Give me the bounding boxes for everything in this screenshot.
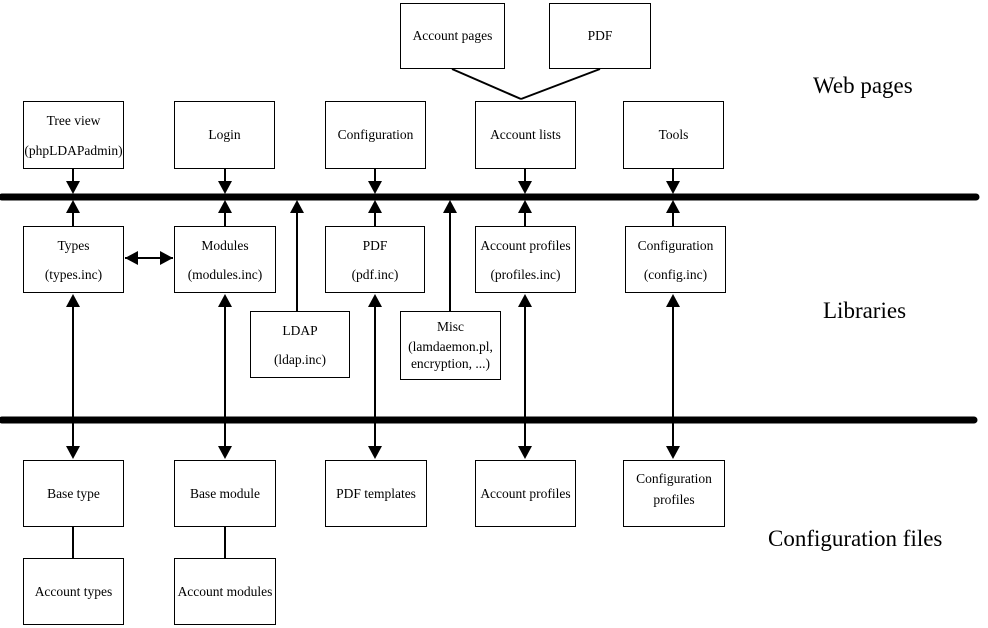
box-sublabel: (types.inc) [44,266,103,282]
arrowhead-down-login [218,181,232,194]
arrowhead-up-config-lib-bottom [666,294,680,307]
arrowhead-up-account-profiles-lib [518,200,532,213]
line-pdf-to-account-lists [520,68,601,100]
box-label: Tree view [46,113,101,128]
box-label: LDAP [282,323,318,338]
box-configuration-profiles: Configuration profiles [623,460,725,527]
section-label-libraries: Libraries [823,298,907,323]
box-sublabel: (phpLDAPadmin) [24,142,123,158]
arrowhead-up-types-bottom [66,294,80,307]
box-account-profiles-lib: Account profiles (profiles.inc) [475,226,576,293]
box-sublabel: (lamdaemon.pl, [408,338,493,354]
box-sublabel: (config.inc) [643,266,708,282]
arrowhead-up-profiles-lib-bottom [518,294,532,307]
box-label: Configuration [636,471,712,486]
box-sublabel: encryption, ...) [410,356,491,372]
arrowhead-up-pdf-lib [368,200,382,213]
arrowhead-down-configuration-profiles [666,446,680,459]
arrowhead-down-configuration [368,181,382,194]
box-label: PDF templates [336,485,416,501]
arrowhead-right-modules [160,251,173,265]
box-account-profiles-file: Account profiles [475,460,576,527]
box-ldap: LDAP (ldap.inc) [250,311,350,378]
box-pdf-lib: PDF (pdf.inc) [325,226,425,293]
box-sublabel: (ldap.inc) [273,351,327,367]
box-misc: Misc (lamdaemon.pl, encryption, ...) [400,311,501,380]
box-login: Login [174,101,275,169]
arrowhead-left-types [125,251,138,265]
section-label-web-pages: Web pages [813,73,913,98]
box-label: PDF [587,28,613,44]
box-label: Login [208,127,241,143]
box-pdf-templates: PDF templates [325,460,427,527]
arrowhead-down-account-profiles-file [518,446,532,459]
box-account-lists: Account lists [475,101,576,169]
box-modules: Modules (modules.inc) [174,226,276,293]
arrowhead-down-base-type [66,446,80,459]
arrowhead-down-account-lists [518,181,532,194]
box-label: Account types [34,583,113,599]
box-sublabel: (modules.inc) [187,266,263,282]
box-tools: Tools [623,101,724,169]
box-label: Account profiles [480,238,571,253]
box-sublabel: profiles [653,491,695,507]
box-label: Configuration [337,127,414,143]
box-base-module: Base module [174,460,276,527]
box-pdf-page: PDF [549,3,651,69]
arrowhead-down-pdf-templates [368,446,382,459]
arrowhead-up-pdf-lib-bottom [368,294,382,307]
arrowhead-up-configuration-lib [666,200,680,213]
box-label: Configuration [637,238,714,253]
box-label: Base module [189,485,261,501]
box-label: Account modules [177,583,273,599]
box-types: Types (types.inc) [23,226,124,293]
arrowhead-up-misc [443,200,457,213]
box-label: Account pages [412,28,493,44]
arrowhead-up-modules [218,200,232,213]
box-account-pages: Account pages [400,3,505,69]
box-account-modules: Account modules [174,558,276,625]
arrowhead-down-base-module [218,446,232,459]
box-label: Misc [437,319,464,334]
box-label: Tools [658,127,689,143]
box-label: Modules [201,238,249,253]
arrowhead-up-types [66,200,80,213]
section-label-configuration-files: Configuration files [768,526,943,551]
box-account-types: Account types [23,558,124,625]
arrowhead-down-tree-view [66,181,80,194]
arrowhead-up-ldap [290,200,304,213]
arrowhead-up-modules-bottom [218,294,232,307]
box-tree-view: Tree view (phpLDAPadmin) [23,101,124,169]
box-label: PDF [362,238,388,253]
line-account-pages-to-account-lists [451,68,522,100]
box-configuration-page: Configuration [325,101,426,169]
box-sublabel: (pdf.inc) [351,266,399,282]
box-label: Account profiles [480,485,571,501]
box-configuration-lib: Configuration (config.inc) [625,226,726,293]
box-base-type: Base type [23,460,124,527]
arrowhead-down-tools [666,181,680,194]
box-label: Account lists [490,127,561,143]
box-label: Types [57,238,90,253]
box-sublabel: (profiles.inc) [490,266,561,282]
box-label: Base type [47,485,100,501]
